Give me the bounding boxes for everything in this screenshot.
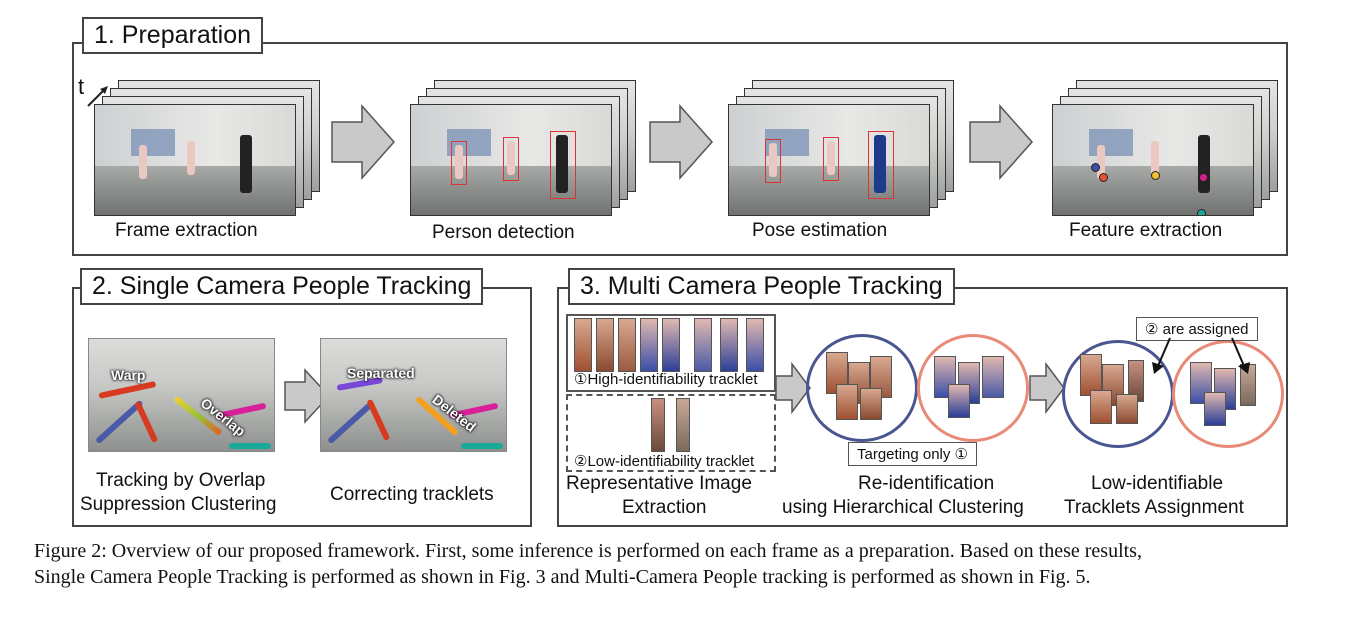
- step-pose-estimation: Pose estimation: [752, 220, 888, 241]
- tracking-scene-right: Separated Deleted: [320, 338, 507, 452]
- assignment-caption-line1: Low-identifiable: [1091, 473, 1224, 494]
- tracking-scene-left: Warp Overlap: [88, 338, 275, 452]
- feature-dot: [1199, 173, 1208, 182]
- warp-label: Warp: [111, 367, 146, 383]
- step-feature-extraction: Feature extraction: [1069, 220, 1223, 241]
- representative-caption-line2: Extraction: [622, 497, 707, 518]
- reid-caption-line2: using Hierarchical Clustering: [782, 497, 1024, 518]
- low-tracklet-label: ②Low-identifiability tracklet: [574, 453, 755, 470]
- reid-caption-line1: Re-identification: [858, 473, 995, 494]
- arrow-right-icon: [649, 104, 714, 180]
- low-tracklet-box: [566, 394, 776, 472]
- time-axis-label: t: [78, 74, 85, 99]
- arrow-right-icon: [331, 104, 396, 180]
- tracking-caption-line1: Tracking by Overlap: [96, 470, 266, 491]
- targeting-label: Targeting only ①: [848, 442, 978, 466]
- caption-line2: Single Camera People Tracking is perform…: [34, 566, 1091, 588]
- feature-dot: [1099, 173, 1108, 182]
- arrow-right-icon: [1029, 362, 1065, 414]
- assigned-ellipse-b: [1172, 340, 1284, 448]
- caption-line1: Figure 2: Overview of our proposed frame…: [34, 540, 1142, 562]
- feature-dot: [1091, 163, 1100, 172]
- separated-label: Separated: [347, 365, 415, 381]
- single-camera-title: 2. Single Camera People Tracking: [80, 268, 484, 305]
- arrow-right-icon: [969, 104, 1034, 180]
- tracking-caption-line2: Suppression Clustering: [80, 494, 277, 515]
- feature-dot: [1151, 171, 1160, 180]
- representative-caption-line1: Representative Image: [566, 473, 752, 494]
- step-frame-extraction: Frame extraction: [115, 220, 258, 241]
- cluster-ellipse-b: [917, 334, 1029, 442]
- multi-camera-title: 3. Multi Camera People Tracking: [568, 268, 955, 305]
- assigned-label: ② are assigned: [1136, 317, 1258, 341]
- assigned-pointer-arrows: [1152, 337, 1250, 374]
- correcting-caption: Correcting tracklets: [330, 484, 494, 505]
- high-tracklet-label: ①High-identifiability tracklet: [574, 371, 758, 388]
- time-axis-arrow-icon: [87, 86, 108, 107]
- preparation-title: 1. Preparation: [82, 17, 264, 54]
- assignment-caption-line2: Tracklets Assignment: [1064, 497, 1244, 518]
- arrow-right-icon: [284, 368, 331, 424]
- low-tracklet-thumb: [651, 398, 665, 452]
- arrow-right-icon: [775, 362, 811, 414]
- low-tracklet-thumb: [676, 398, 690, 452]
- feature-dot: [1197, 209, 1206, 215]
- step-person-detection: Person detection: [432, 222, 575, 243]
- figure-caption: Figure 2: Overview of our proposed frame…: [34, 538, 1334, 590]
- cluster-ellipse-a: [806, 334, 918, 442]
- high-tracklet-box: [566, 314, 776, 392]
